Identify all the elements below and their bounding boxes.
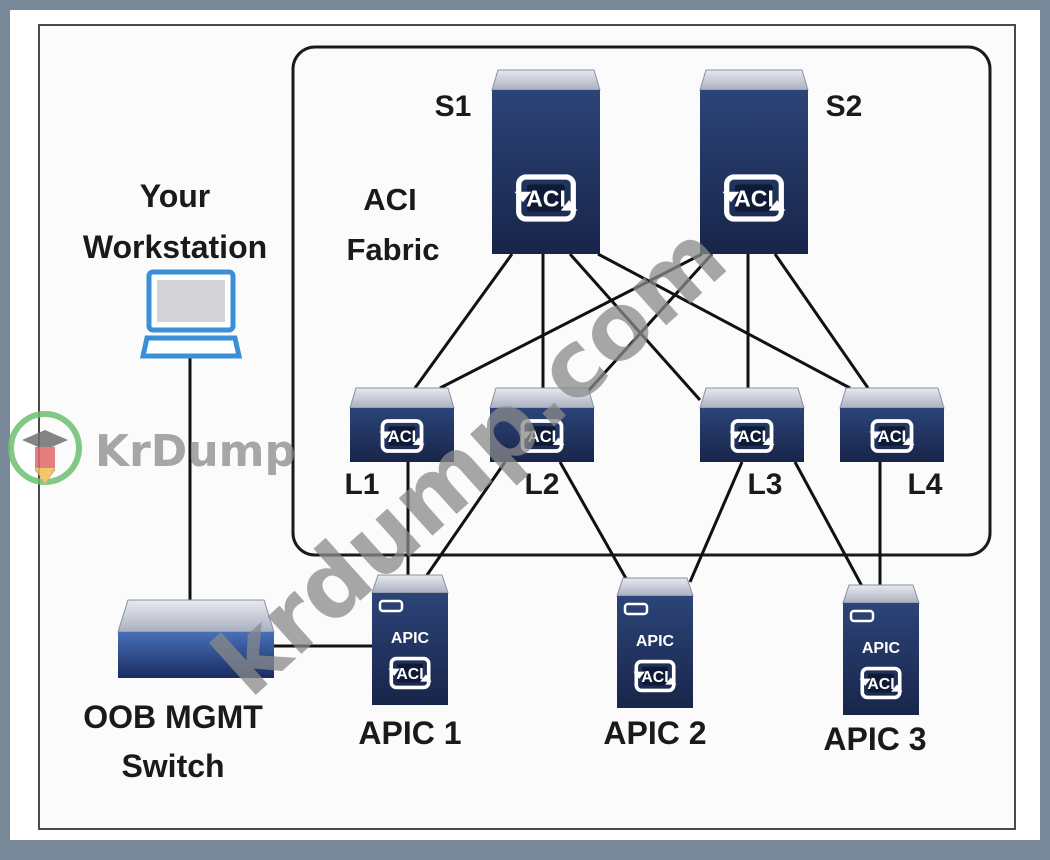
apic-badge-text: APIC (636, 633, 675, 650)
spine-label-s2: S2 (826, 90, 863, 123)
aci-logo-icon: ACI (729, 419, 775, 453)
aci-logo-icon: ACI (859, 666, 903, 700)
aci-logo-icon: ACI (722, 174, 786, 222)
drive-slot-icon (378, 599, 404, 613)
fabric-label-line1: ACI (363, 182, 416, 217)
aci-logo-icon: ACI (869, 419, 915, 453)
device-workstation[interactable] (139, 269, 243, 359)
aci-logo-icon: ACI (388, 656, 432, 690)
drive-slot-icon (849, 609, 875, 623)
svg-text:ACI: ACI (526, 185, 566, 211)
aci-logo-icon: ACI (633, 659, 677, 693)
svg-text:ACI: ACI (528, 428, 556, 446)
svg-text:ACI: ACI (396, 666, 423, 683)
workstation-label-line1: Your (140, 178, 211, 214)
svg-text:ACI: ACI (878, 428, 906, 446)
drive-slot-icon (623, 602, 649, 616)
leaf-label-l1: L1 (344, 468, 379, 501)
device-s2[interactable]: ACI (699, 69, 809, 254)
link-s1-l1 (413, 253, 514, 389)
link-l2-apic1 (423, 461, 507, 579)
nodes-layer: ACI ACI ACI ACI ACI ACI APIC ACI APIC ACI APIC ACI (117, 69, 945, 715)
spine-switch-icon (700, 90, 808, 254)
apic-label-3: APIC 3 (823, 721, 926, 757)
device-l4[interactable]: ACI (839, 387, 945, 462)
aci-fabric-boundary (291, 45, 992, 557)
link-l3-apic2 (688, 461, 744, 583)
spine-switch-icon (492, 90, 600, 254)
device-oob[interactable] (117, 599, 275, 678)
leaf-label-l2: L2 (524, 468, 559, 501)
workstation-label-line2: Workstation (83, 229, 267, 265)
device-l2[interactable]: ACI (489, 387, 595, 462)
device-apic3[interactable]: APIC ACI (842, 584, 920, 715)
svg-text:ACI: ACI (738, 428, 766, 446)
device-apic1[interactable]: APIC ACI (371, 574, 449, 705)
svg-text:ACI: ACI (734, 185, 774, 211)
device-l3[interactable]: ACI (699, 387, 805, 462)
leaf-label-l3: L3 (747, 468, 782, 501)
oob-switch-label-line1: OOB MGMT (83, 699, 263, 735)
fabric-label-line2: Fabric (346, 232, 439, 267)
link-s2-l2 (578, 252, 714, 402)
aci-logo-icon: ACI (514, 174, 578, 222)
spine-label-s1: S1 (435, 90, 472, 123)
leaf-label-l4: L4 (907, 468, 942, 501)
apic-badge-text: APIC (391, 630, 430, 647)
graduation-cap-icon (22, 430, 68, 450)
apic-label-2: APIC 2 (603, 715, 706, 751)
krdump-logo-watermark (8, 411, 82, 485)
device-l1[interactable]: ACI (349, 387, 455, 462)
link-s1-l3 (568, 253, 702, 401)
apic-label-1: APIC 1 (358, 715, 461, 751)
apic-badge-text: APIC (862, 640, 901, 657)
link-s1-l4 (597, 252, 851, 390)
brand-watermark: KrDump (95, 426, 296, 477)
device-apic2[interactable]: APIC ACI (616, 577, 694, 708)
link-l2-apic2 (558, 461, 630, 583)
svg-text:ACI: ACI (867, 676, 894, 693)
link-s2-l1 (439, 252, 703, 390)
svg-text:ACI: ACI (388, 428, 416, 446)
links-layer (188, 252, 882, 648)
oob-switch-label-line2: Switch (121, 748, 224, 784)
aci-logo-icon: ACI (379, 419, 425, 453)
svg-text:ACI: ACI (641, 669, 668, 686)
link-s2-l4 (773, 253, 870, 389)
link-l3-apic3 (793, 461, 865, 589)
aci-logo-icon: ACI (519, 419, 565, 453)
device-s1[interactable]: ACI (491, 69, 601, 254)
